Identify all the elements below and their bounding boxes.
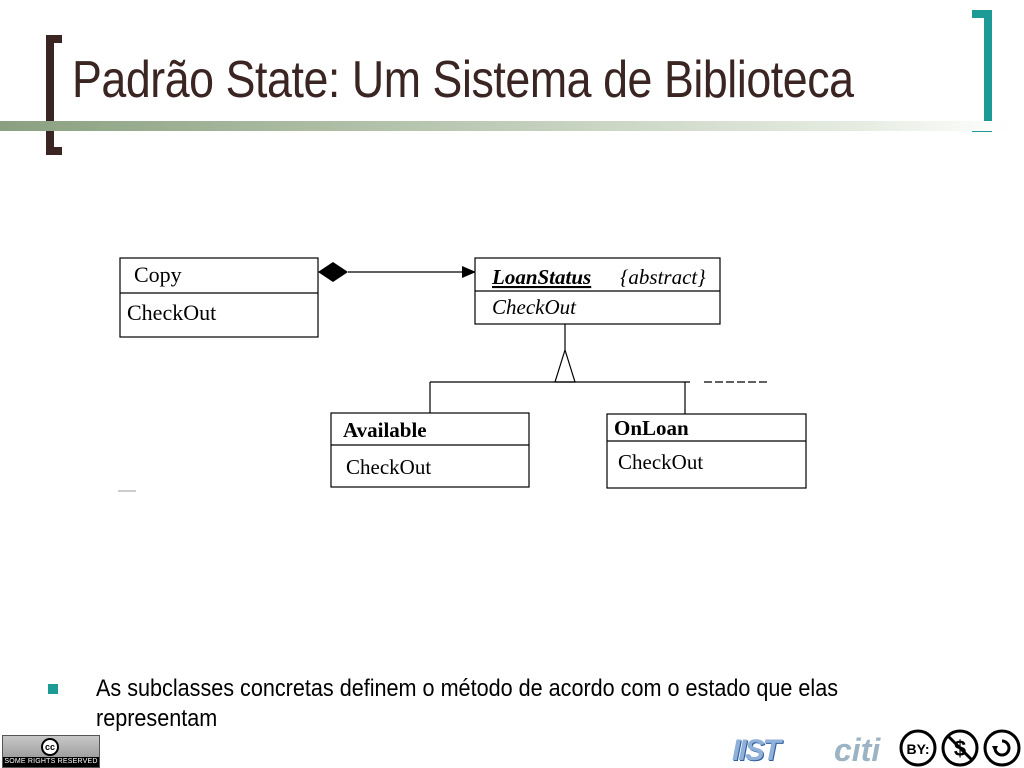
title-rule (0, 121, 1010, 131)
svg-text:BY:: BY: (906, 741, 929, 757)
available-class-name: Available (343, 418, 427, 442)
available-method: CheckOut (346, 455, 431, 479)
bullet-square-icon (48, 684, 58, 694)
iist-logo: IIST (732, 734, 781, 767)
nc-dollar-icon: $ (941, 729, 979, 767)
generalization-hierarchy (429, 324, 768, 414)
citi-logo: citi (834, 732, 881, 768)
class-available: Available CheckOut (330, 412, 530, 488)
class-on-loan: OnLoan CheckOut (606, 413, 807, 489)
sa-icon (983, 729, 1021, 767)
slide-title: Padrão State: Um Sistema de Biblioteca (72, 51, 854, 109)
cc-icon: cc (41, 738, 59, 756)
loan-status-stereotype: {abstract} (620, 265, 706, 289)
loan-status-class-name: LoanStatus (491, 265, 591, 289)
copy-method: CheckOut (127, 300, 216, 325)
creative-commons-badge: cc SOME RIGHTS RESERVED (2, 735, 100, 768)
copy-class-name: Copy (134, 262, 182, 287)
composition-association (318, 262, 476, 282)
on-loan-method: CheckOut (618, 450, 703, 474)
bullet-text: As subclasses concretas definem o método… (96, 675, 839, 732)
on-loan-class-name: OnLoan (614, 416, 689, 440)
class-loan-status: LoanStatus {abstract} CheckOut (474, 257, 721, 325)
left-bracket-decoration (46, 35, 62, 155)
loan-status-method: CheckOut (492, 295, 577, 319)
license-icons: BY: $ (899, 729, 1021, 767)
class-copy: Copy CheckOut (119, 257, 319, 338)
by-icon: BY: (899, 729, 937, 767)
cc-label: SOME RIGHTS RESERVED (3, 757, 99, 767)
